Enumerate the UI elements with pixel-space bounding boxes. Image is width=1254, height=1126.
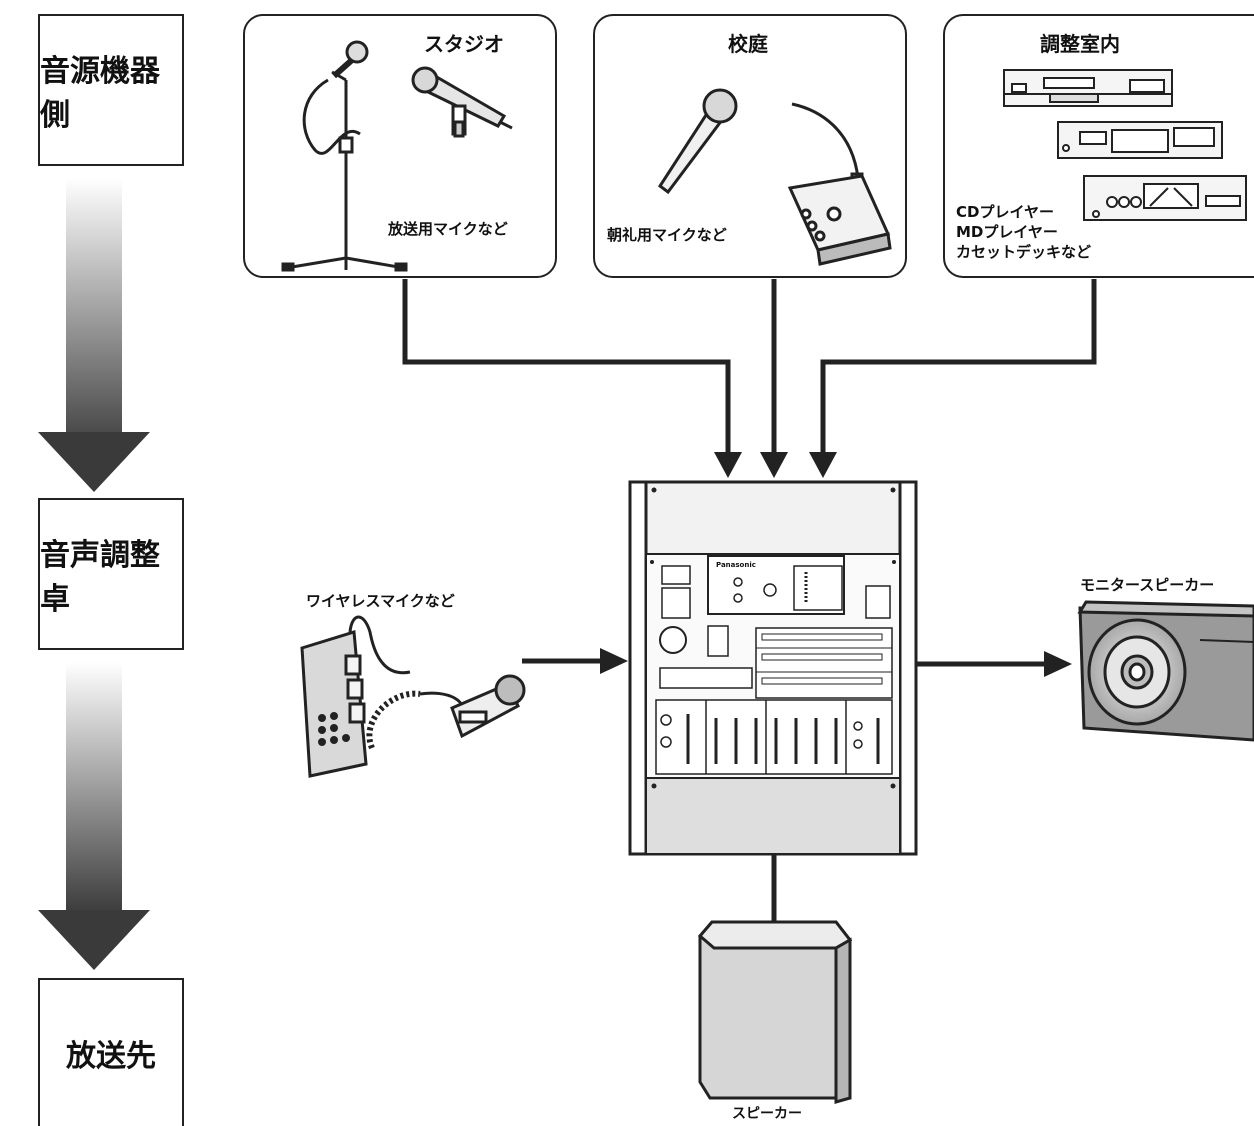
speaker-caption: スピーカー [732,1106,802,1122]
source-title-schoolyard: 校庭 [728,32,768,56]
source-caption-schoolyard: 朝礼用マイクなど [607,226,727,244]
stand-microphone-icon [281,40,408,272]
caption-line-cassette: カセットデッキなど [956,243,1092,261]
source-caption-studio: 放送用マイクなど [388,220,508,238]
desk-microphone-icon [787,102,892,266]
stage-box-destination: 放送先 [38,978,184,1126]
caption-line-md: MDプレイヤー [956,223,1058,241]
source-title-control-room: 調整室内 [1040,32,1120,56]
line-control-room-to-console [820,279,1097,452]
flow-arrow-source-to-mixer [38,178,150,492]
flow-arrow-mixer-to-destination [38,662,150,970]
wireless-microphone-icon [300,615,526,778]
stage-label-source: 音源機器側 [40,54,160,133]
stage-label-mixer: 音声調整卓 [40,538,160,617]
cassette-deck-icon [1083,175,1247,221]
speaker-icon [697,920,853,1104]
source-caption-control-room: CDプレイヤー MDプレイヤー カセットデッキなど [956,202,1091,262]
mixing-console-icon [628,480,918,856]
assembly-microphone-icon [657,88,738,195]
cd-player-icon [1003,69,1173,107]
source-title-studio: スタジオ [424,32,504,56]
stage-box-mixer: 音声調整卓 [38,498,184,650]
console-brand-label: Panasonic [716,561,756,569]
monitor-caption: モニタースピーカー [1080,576,1215,594]
source-box-studio [243,14,557,278]
caption-line-cd: CDプレイヤー [956,203,1055,221]
line-studio-to-console [402,279,731,452]
md-player-icon [1057,121,1223,159]
handheld-microphone-icon [411,66,513,138]
monitor-speaker-icon [1077,600,1254,742]
stage-label-destination: 放送先 [66,1039,156,1074]
stage-box-source: 音源機器側 [38,14,184,166]
connection-lines [402,279,1097,936]
wireless-caption: ワイヤレスマイクなど [306,592,455,610]
